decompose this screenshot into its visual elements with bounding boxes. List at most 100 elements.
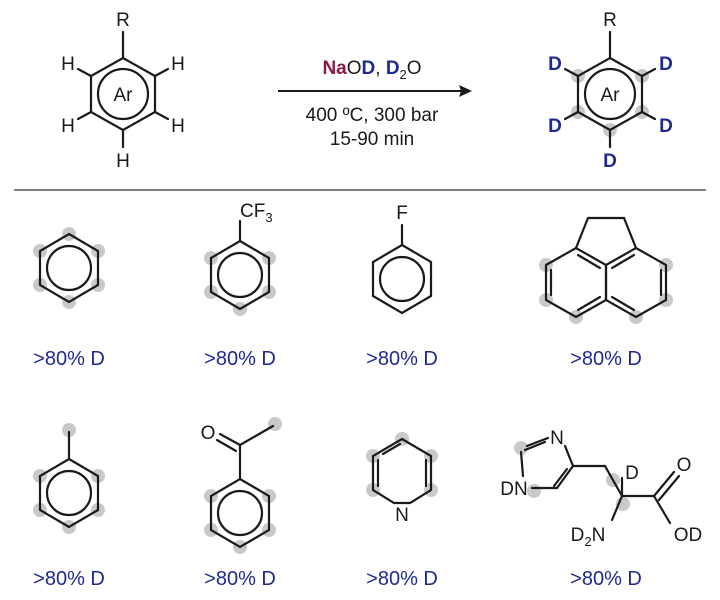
reactant-bond-h2 (153, 110, 170, 121)
reactant-ar-label: Ar (114, 85, 134, 106)
amine-n: N (592, 525, 606, 546)
cf3-label-sub: 3 (265, 210, 272, 225)
product-bond-d4 (563, 110, 580, 121)
bond-c-od (652, 494, 672, 525)
reactant-h-label: H (171, 54, 185, 75)
chain-bond (603, 464, 624, 498)
yield-label: >80% D (33, 568, 105, 590)
ring-bond (525, 436, 550, 448)
ring-right (604, 246, 668, 319)
nitrogen-label: N (395, 505, 409, 526)
ring-bond (563, 444, 575, 468)
substrate-pyridine: N >80% D (366, 432, 438, 590)
imidazole-dn-label: DN (500, 479, 527, 500)
ring-left (544, 246, 608, 319)
ring-inner (45, 244, 93, 292)
oxygen-label: O (201, 423, 216, 444)
arrow-head (459, 85, 472, 97)
product-d-label: D (548, 116, 562, 137)
product-bond-d2 (640, 110, 657, 121)
double-bond (381, 442, 402, 456)
deuteration-dot (527, 484, 541, 498)
ring-bond (555, 464, 575, 490)
product-bond-d1 (640, 67, 657, 78)
reactant-h-label: H (61, 116, 75, 137)
reagent-o: O (347, 58, 362, 79)
ring-outer (209, 239, 271, 311)
substrate-benzotrifluoride: CF3 >80% D (204, 201, 276, 370)
bond-c-n (610, 494, 624, 522)
reactant-h-label: H (61, 54, 75, 75)
ring-outer (38, 232, 100, 304)
reaction-arrow (278, 85, 472, 97)
reagent-d: D (362, 58, 376, 79)
fluorine-label: F (396, 203, 408, 224)
reactant-bond-h4 (76, 110, 93, 121)
yield-label: >80% D (204, 568, 276, 590)
reactant-h-label: H (171, 116, 185, 137)
alpha-d-label: D (625, 463, 639, 484)
reactant-r-label: R (116, 10, 130, 31)
double-bond (576, 253, 602, 270)
ring-outer (209, 477, 271, 549)
product-r-label: R (603, 10, 617, 31)
reactant-h-label: H (116, 151, 130, 172)
ring-outer (38, 457, 100, 529)
hydroxyl-od-label: OD (674, 525, 703, 546)
amine-d: D (571, 525, 585, 546)
substrate-acenaphthene: >80% D (539, 216, 673, 370)
product-bond-d5 (563, 67, 580, 78)
reagent-separator: , (375, 58, 386, 79)
double-bond (552, 467, 569, 488)
cf3-label: CF3 (240, 201, 273, 225)
solvent-subscript: 2 (400, 67, 407, 82)
yield-label: >80% D (366, 348, 438, 370)
product-d-label: D (603, 151, 617, 172)
reagent-na: Na (322, 58, 347, 79)
ring-bond (519, 450, 525, 478)
substrate-acetophenone: O >80% D (201, 417, 282, 590)
double-bond (610, 295, 636, 312)
substrate-benzene: >80% D (33, 227, 105, 370)
yield-label: >80% D (366, 568, 438, 590)
deuteration-dot (514, 441, 528, 455)
bond-co (218, 432, 242, 447)
solvent-o: O (407, 58, 422, 79)
yield-label: >80% D (204, 348, 276, 370)
bridge-bond (574, 216, 590, 250)
amine-sub: 2 (584, 534, 591, 549)
ring-outer (371, 243, 433, 315)
product-d-label: D (659, 54, 673, 75)
reagent-line: NaOD, D2O (322, 58, 421, 82)
ring-inner (216, 489, 264, 537)
reactant-bond-h1 (153, 67, 170, 78)
bond-co-double (215, 438, 238, 453)
reactant-structure: R Ar H H H H H (61, 10, 185, 172)
ring-inner (45, 469, 93, 517)
conditions-time: 15-90 min (330, 129, 415, 150)
ring-outer (371, 437, 433, 505)
yield-label: >80% D (570, 348, 642, 370)
imidazole-n-label: N (550, 428, 564, 449)
product-ring-inner (583, 67, 637, 121)
product-d-label: D (659, 116, 673, 137)
ring-inner (216, 251, 264, 299)
double-bond (523, 440, 547, 452)
yield-label: >80% D (570, 568, 642, 590)
ring-inner (378, 255, 426, 303)
substrate-histidine: N DN D O OD D2N >80% D (500, 428, 702, 590)
bridge-bond (622, 216, 638, 250)
deuteration-dot (62, 423, 76, 437)
reactant-ring-inner (96, 67, 150, 121)
conditions-temp-pressure: 400 ºC, 300 bar (306, 105, 439, 126)
substrate-toluene: >80% D (33, 423, 105, 590)
cf3-label-main: CF (240, 201, 265, 222)
product-ar-label: Ar (601, 85, 621, 106)
double-bond (610, 253, 636, 270)
bond-c-o (652, 470, 676, 498)
bond-methyl (238, 424, 275, 447)
amine-d2n-label: D2N (571, 525, 606, 549)
substrate-fluorobenzene: F >80% D (366, 203, 438, 370)
product-d-label: D (548, 54, 562, 75)
